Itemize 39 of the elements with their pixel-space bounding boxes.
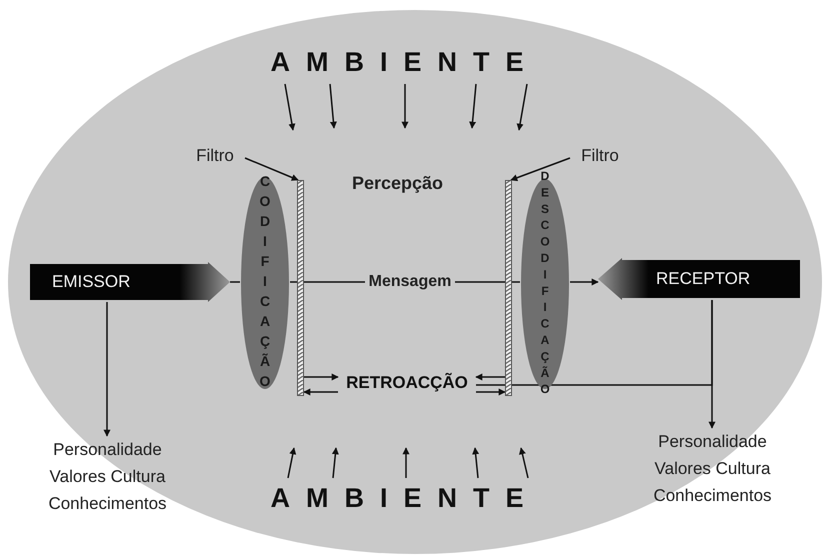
vertical-label: CODIFICAÇÃO	[257, 173, 273, 393]
process-ellipse	[240, 176, 290, 390]
arrow	[519, 447, 529, 478]
arrow	[303, 388, 338, 396]
node-label: Filtro	[195, 145, 235, 167]
arrow-box	[598, 258, 800, 300]
heading-text: AMBIENTE	[270, 482, 540, 515]
node-label: Filtro	[580, 145, 620, 167]
connector-line	[512, 281, 520, 283]
connector-line	[230, 281, 240, 283]
node-label: EMISSOR	[51, 271, 130, 293]
node-label: RECEPTOR	[655, 268, 750, 290]
node-label: RETROACÇÃO	[345, 372, 469, 394]
arrow	[510, 157, 570, 182]
arrow	[469, 84, 477, 129]
arrow	[284, 84, 296, 131]
arrow	[244, 157, 299, 181]
arrow	[332, 447, 339, 478]
text-list: Personalidade Valores Cultura Conhecimentos	[630, 428, 795, 509]
arrow-box	[30, 262, 230, 302]
filter-bar	[505, 180, 512, 396]
arrow	[304, 374, 339, 380]
arrow	[329, 84, 337, 129]
vertical-label: DESCODIFICAÇÃO	[538, 169, 552, 399]
label-text: Percepção	[350, 172, 444, 195]
arrow	[104, 302, 110, 437]
arrow	[402, 447, 410, 478]
connector-line	[476, 300, 713, 386]
arrow	[516, 84, 528, 131]
arrow	[287, 447, 296, 478]
text-list: Personalidade Valores Cultura Conhecimentos	[25, 436, 190, 517]
arrow	[472, 447, 480, 478]
arrow	[570, 278, 599, 286]
connector-line	[290, 281, 297, 283]
arrow	[475, 374, 505, 380]
arrow	[402, 84, 408, 129]
arrow	[476, 388, 506, 396]
heading-text: AMBIENTE	[270, 46, 540, 79]
filter-bar	[297, 180, 304, 396]
